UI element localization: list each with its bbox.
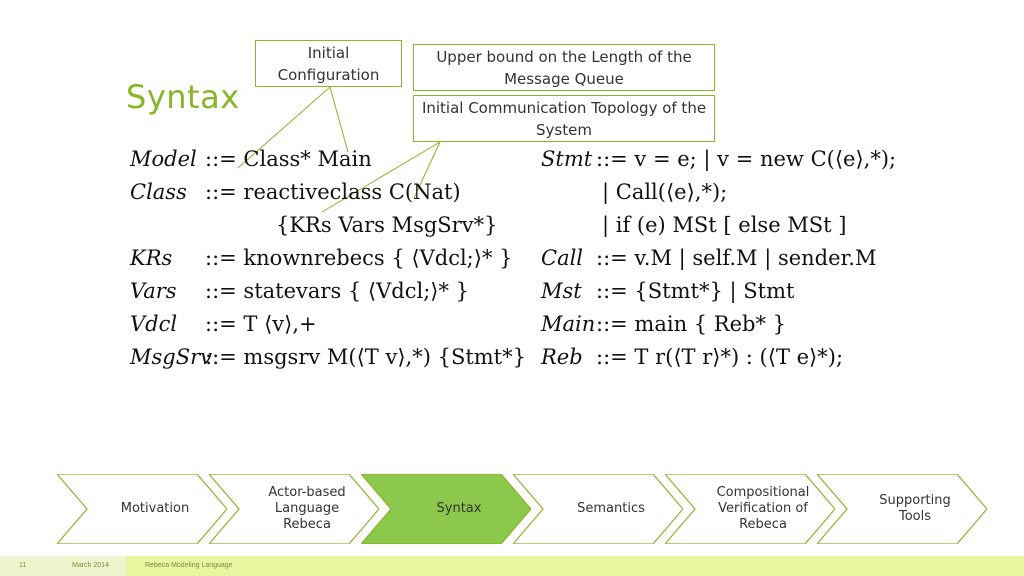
- page-number: 11: [19, 562, 27, 569]
- grammar-lhs: Main: [541, 312, 596, 336]
- chevron-label: Semantics: [577, 501, 645, 516]
- footer-caption: Rebeca Modeling Language: [145, 562, 233, 569]
- callout-upper-bound: Upper bound on the Length of the Message…: [413, 44, 715, 91]
- grammar-rhs: ::= T ⟨v⟩,+: [205, 312, 317, 336]
- grammar-rhs: ::= {Stmt*} | Stmt: [596, 279, 795, 303]
- grammar-lhs: Call: [541, 246, 584, 270]
- chevron-label: Syntax: [436, 501, 482, 516]
- process-chevron-bar: Motivation Actor-based Language Rebeca S…: [57, 474, 987, 544]
- footer-bar: 11 March 2014 Rebeca Modeling Language: [0, 556, 1024, 576]
- callout-topology: Initial Communication Topology of the Sy…: [413, 95, 715, 142]
- chevron-step-semantics[interactable]: Semantics: [513, 474, 683, 544]
- grammar-rhs: {KRs Vars MsgSrv*}: [276, 213, 498, 237]
- grammar-lhs: MsgSrv: [130, 345, 213, 369]
- grammar-rhs: ::= v.M | self.M | sender.M: [596, 246, 877, 270]
- grammar-rhs: | if (e) MSt [ else MSt ]: [602, 213, 847, 237]
- chevron-step-actor-based[interactable]: Actor-based Language Rebeca: [209, 474, 379, 544]
- footer-date: March 2014: [72, 562, 109, 569]
- chevron-label: Compositional Verification of Rebeca: [716, 485, 810, 532]
- callout-text: Initial Communication Topology of the Sy…: [421, 99, 707, 139]
- chevron-step-compositional[interactable]: Compositional Verification of Rebeca: [665, 474, 835, 544]
- grammar-rhs: | Call(⟨e⟩,*);: [602, 180, 728, 204]
- grammar-lhs: Vars: [130, 279, 177, 303]
- grammar-rhs: ::= main { Reb* }: [596, 312, 787, 336]
- callout-initial-configuration: Initial Configuration: [255, 40, 402, 87]
- chevron-step-syntax[interactable]: Syntax: [361, 474, 531, 544]
- grammar-rhs: ::= v = e; | v = new C(⟨e⟩,*);: [596, 147, 897, 171]
- grammar-lhs: Class: [130, 180, 187, 204]
- grammar-lhs: Mst: [541, 279, 582, 303]
- grammar-lhs: KRs: [130, 246, 173, 270]
- grammar-lhs: Reb: [541, 345, 583, 369]
- grammar-rhs: ::= reactiveclass C(Nat): [205, 180, 461, 204]
- grammar-lhs: Model: [130, 147, 197, 171]
- grammar-lhs: Stmt: [541, 147, 593, 171]
- footer-right-panel: [126, 556, 1024, 576]
- chevron-step-motivation[interactable]: Motivation: [57, 474, 227, 544]
- grammar-lhs: Vdcl: [130, 312, 178, 336]
- callout-text: Initial Configuration: [277, 44, 380, 84]
- footer-left-panel: [0, 556, 126, 576]
- grammar-rhs: ::= statevars { ⟨Vdcl;⟩* }: [205, 279, 470, 303]
- grammar-rhs: ::= Class* Main: [205, 147, 372, 171]
- grammar-rhs: ::= T r(⟨T r⟩*) : (⟨T e⟩*);: [596, 345, 844, 369]
- grammar-rhs: ::= knownrebecs { ⟨Vdcl;⟩* }: [205, 246, 513, 270]
- grammar-rhs: ::= msgsrv M(⟨T v⟩,*) {Stmt*}: [205, 345, 526, 369]
- chevron-step-supporting-tools[interactable]: Supporting Tools: [817, 474, 987, 544]
- chevron-label: Actor-based Language Rebeca: [268, 485, 346, 532]
- chevron-label: Supporting Tools: [879, 493, 951, 524]
- callout-text: Upper bound on the Length of the Message…: [436, 48, 692, 88]
- slide-title: Syntax: [126, 78, 240, 116]
- chevron-label: Motivation: [120, 501, 190, 516]
